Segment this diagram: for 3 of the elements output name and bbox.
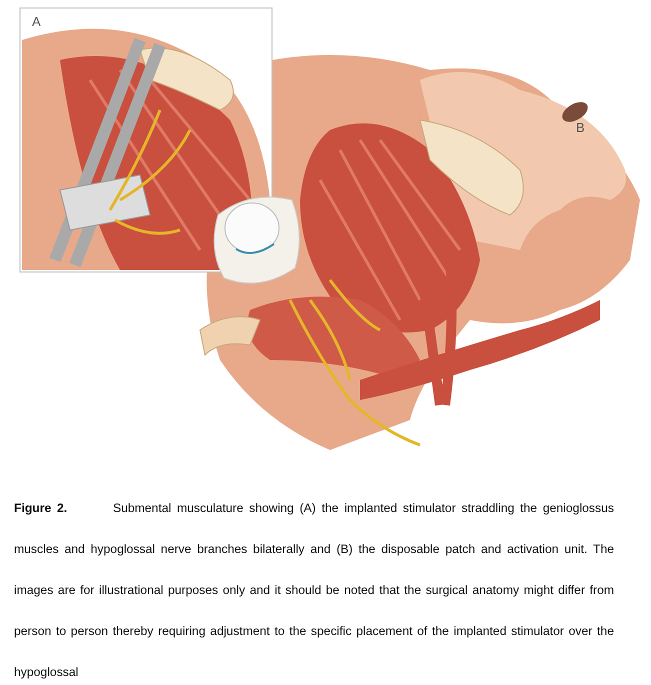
figure-caption: Figure 2. Submental musculature showing (A) the implanted stimulator straddling the genioglossus muscles and hypoglossal nerve branches bilaterally and (B) the disposable patch and activation unit. The images are for illustrational purposes only and it should be noted that the surgical anatomy might differ from person to person thereby requiring adjustment to the specific placement of the implanted stimulator over the hypoglossal [14,500,614,681]
panel-label: B [576,120,585,135]
panel-label: A [32,14,41,29]
